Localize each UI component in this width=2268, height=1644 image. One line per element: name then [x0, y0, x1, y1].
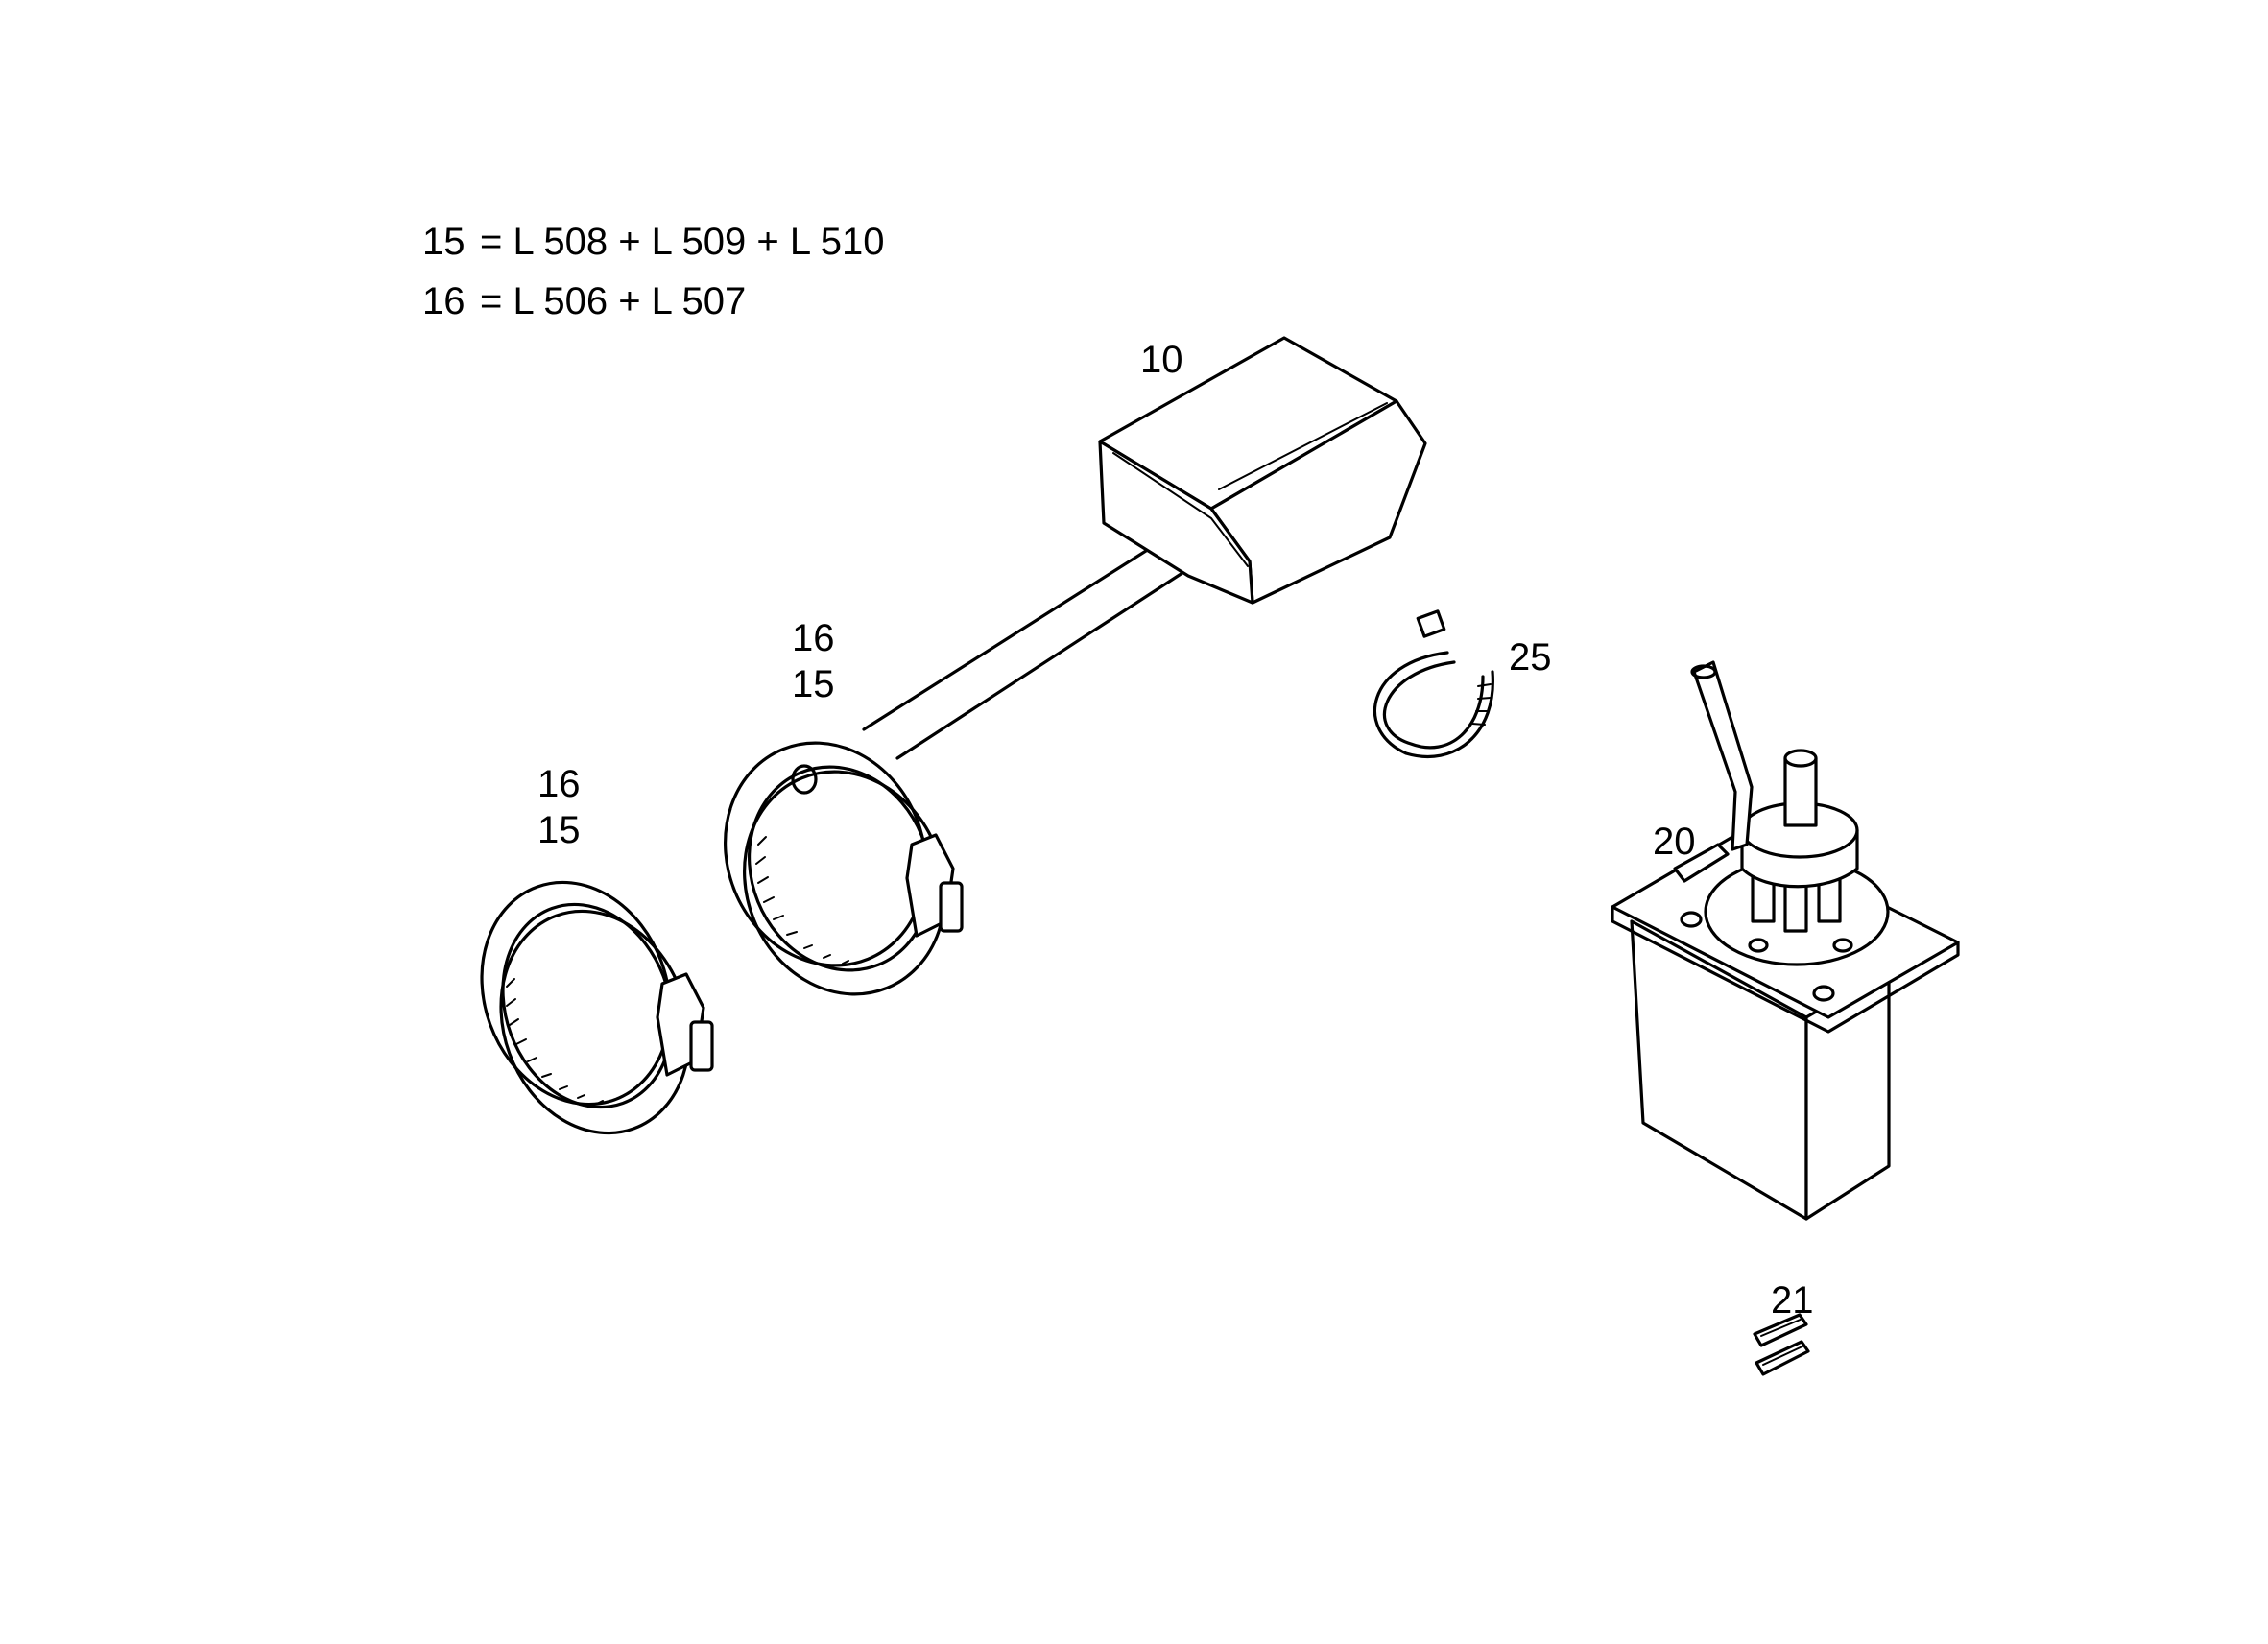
callout-20: 20 [1653, 821, 1696, 863]
callout-clamp-b-15: 15 [792, 663, 835, 705]
legend-line2-num: 16 [422, 280, 466, 322]
callout-25: 25 [1509, 636, 1552, 679]
callout-clamp-a-15: 15 [537, 809, 581, 851]
callouts: 10 25 20 21 16 15 16 15 [537, 339, 1814, 1322]
callout-clamp-a-16: 16 [537, 763, 581, 805]
clamp-b-hose-clamp-icon [724, 741, 964, 996]
legend-line2-eq: = L 506 + L 507 [480, 280, 746, 322]
callout-21: 21 [1771, 1279, 1814, 1322]
legend: 15 = L 508 + L 509 + L 510 16 = L 506 + … [422, 221, 884, 322]
legend-line1-num: 15 [422, 221, 466, 263]
callout-clamp-b-16: 16 [792, 617, 835, 659]
callout-10: 10 [1140, 339, 1183, 381]
part-21-pins-icon [1753, 1313, 1810, 1376]
part-25-cable-tie-icon [1373, 609, 1494, 759]
part-10-pedal-cover-icon [862, 336, 1427, 760]
part-20-pump-unit-icon [1611, 660, 1960, 1221]
legend-line1-eq: = L 508 + L 509 + L 510 [480, 221, 884, 263]
clamp-a-hose-clamp-icon [480, 880, 714, 1135]
